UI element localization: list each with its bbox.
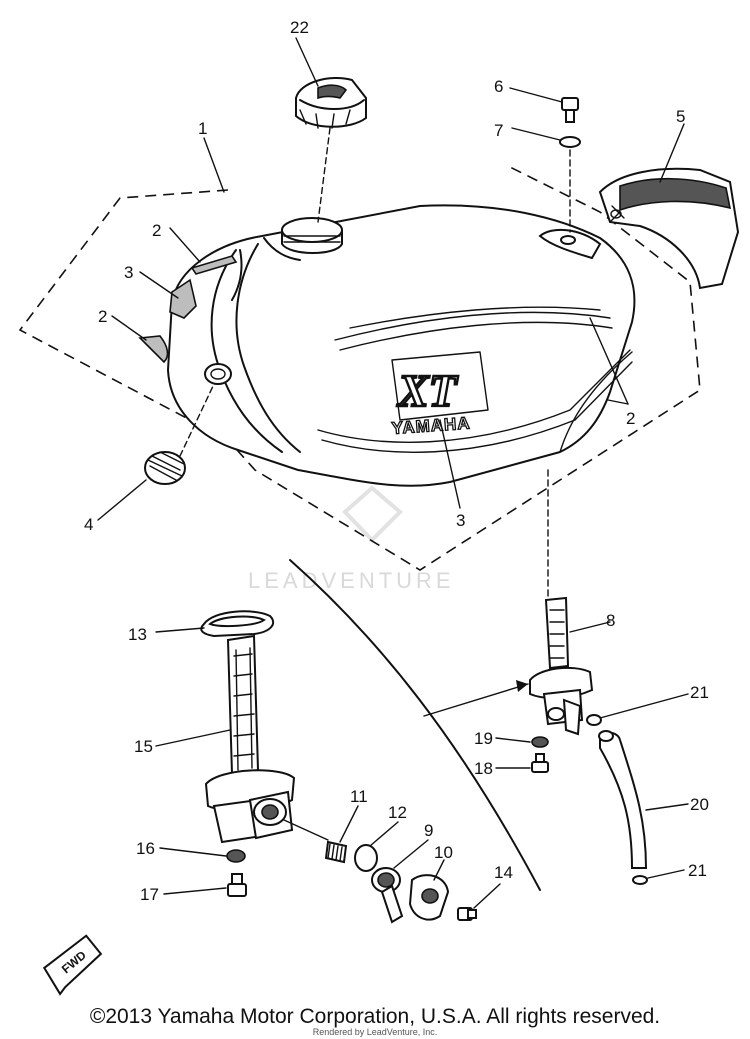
callout-21-upper: 21 [690,683,709,702]
callout-2-right: 2 [626,409,635,428]
callout-18: 18 [474,759,493,778]
rear-cover [598,167,740,290]
fuel-cock-8 [529,596,594,736]
hose-clip-lower [632,875,648,885]
callout-13: 13 [128,625,147,644]
fuel-cap [295,77,367,129]
spring-11 [324,840,348,864]
bolt-6 [561,97,579,123]
callout-21-lower: 21 [688,861,707,880]
washer-7 [559,136,581,148]
fuel-tank: XT YAMAHA [166,204,636,487]
callout-4: 4 [84,515,93,534]
callout-17: 17 [140,885,159,904]
callout-3-bottom: 3 [456,511,465,530]
cap-leader [317,127,331,223]
lever-plate-10 [408,874,450,921]
callout-3-left: 3 [124,263,133,282]
spring-leader [283,819,329,841]
callout-15: 15 [134,737,153,756]
screw-17 [227,873,247,897]
tank-emblem-yamaha: YAMAHA [391,414,471,438]
callout-1: 1 [198,119,207,138]
watermark-text: LEADVENTURE [248,568,455,593]
callout-6: 6 [494,77,503,96]
callout-16: 16 [136,839,155,858]
exploded-arrow-head [516,680,528,692]
lever-9 [371,867,404,924]
callout-9: 9 [424,821,433,840]
oring-12 [354,844,378,872]
callout-14: 14 [494,863,513,882]
emblem-left [169,278,197,319]
watermark-logo-icon [342,485,403,543]
callout-10: 10 [434,843,453,862]
drain-plug [144,451,186,485]
callout-2-left: 2 [98,307,107,326]
callout-20: 20 [690,795,709,814]
callouts: 22 1 2 3 2 4 6 7 5 2 3 8 21 19 18 20 21 … [84,18,709,904]
fuel-hose-20 [599,732,648,869]
copyright-notice: ©2013 Yamaha Motor Corporation, U.S.A. A… [89,1005,661,1028]
watermark: LEADVENTURE [248,485,455,593]
washer-19 [531,736,549,748]
tank-emblem-xt: XT [396,365,459,416]
callout-11: 11 [350,787,368,806]
callout-19: 19 [474,729,493,748]
screw-14 [457,907,477,921]
callout-8: 8 [606,611,615,630]
fwd-arrow-icon: FWD [42,934,103,996]
render-credit: Rendered by LeadVenture, Inc. [312,1027,438,1037]
decal-left-upper [190,255,238,275]
exploded-arrow-line [423,683,529,717]
callout-12: 12 [388,803,407,822]
callout-5: 5 [676,107,685,126]
callout-7: 7 [494,121,503,140]
callout-22: 22 [290,18,309,37]
leader-lines [97,37,689,909]
decal-left-lower [138,335,169,364]
washer-16 [226,849,246,863]
exploded-view-boundary [289,559,541,891]
fuel-cock-body-15 [204,634,296,844]
screw-18 [531,753,549,773]
hose-clip-upper [586,714,602,726]
callout-2-upper: 2 [152,221,161,240]
plug-leader [179,383,215,457]
